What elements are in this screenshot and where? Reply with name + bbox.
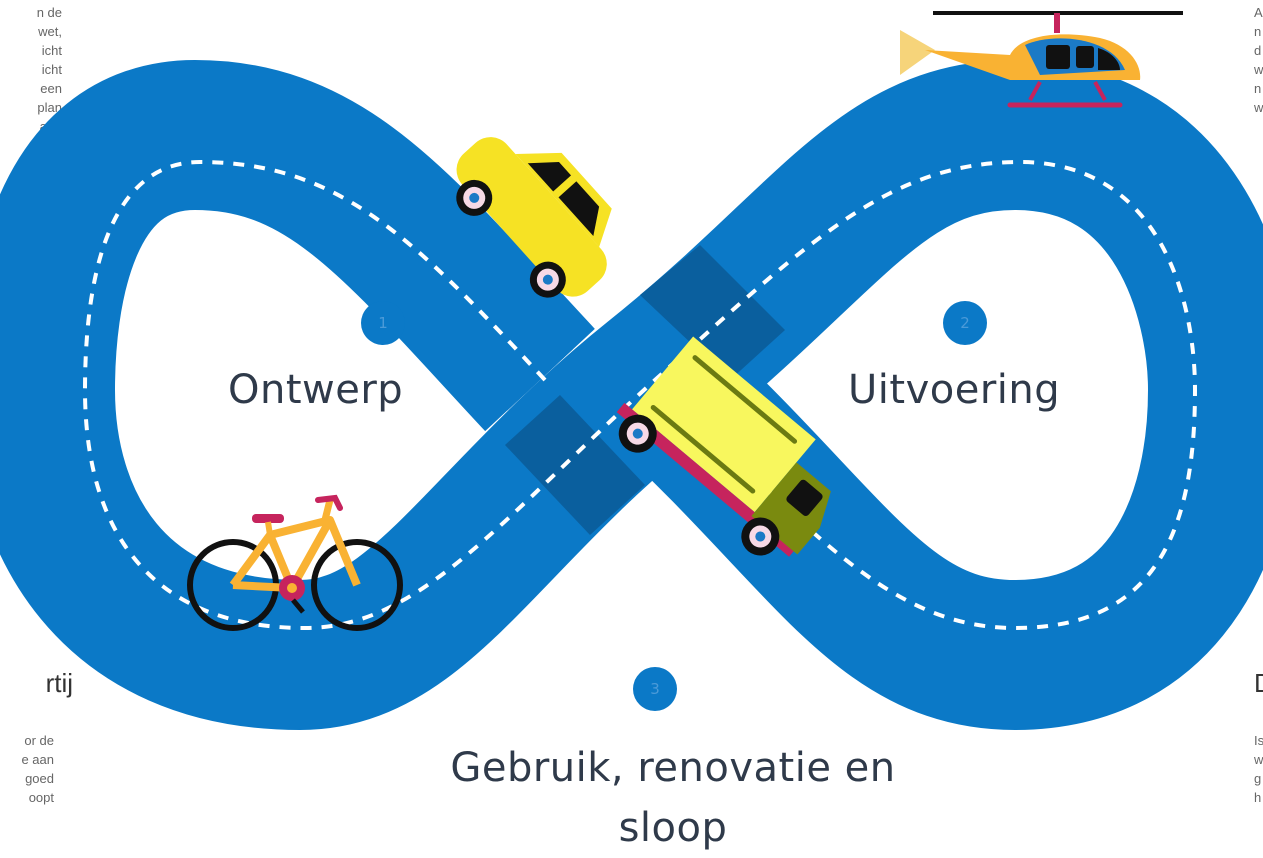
road-underpass-shadow [640,245,785,380]
truck-icon [616,336,831,557]
bicycle-icon [187,494,403,631]
text-line: plan [37,100,62,115]
text-line: d [1254,43,1262,58]
text-line: icht [41,43,62,58]
right-section-heading: D [1254,668,1263,699]
road [0,59,1263,731]
text-line: h [1254,790,1262,805]
phase-2-label: Uitvoering [848,367,1061,413]
text-line: w [1254,100,1263,115]
text-line: e aan [21,752,54,767]
left-section-heading: rtij [45,668,73,698]
road-underpass-shadow [505,395,645,535]
phase-3-label: Gebruik, renovatie en sloop [450,745,896,851]
text-line: g [1254,771,1262,786]
text-line: wet, [38,24,62,39]
car-icon [456,137,612,298]
helicopter-icon [900,11,1183,108]
text-line: een [40,81,62,96]
left-section-text: or de e aan goed oopt [0,731,54,807]
text-line: oopt [28,790,54,805]
phase-2-badge: 2 [943,301,987,345]
text-line: n de [36,5,62,20]
text-line: n [1254,24,1262,39]
right-section-text: Is w g h [1254,731,1263,807]
text-line: A [1254,5,1263,20]
text-line: icht [41,62,62,77]
phase-1-badge: 1 [361,301,405,345]
lane-marking [82,159,1198,631]
text-line: Is [1254,733,1263,748]
text-line: n [1254,81,1262,96]
text-line: goed [25,771,54,786]
right-intro-text: A n d w n w [1254,3,1263,117]
phase-1-label: Ontwerp [228,367,404,413]
text-line: or de [24,733,54,748]
phase-3-badge: 3 [633,667,677,711]
text-line: w [1254,752,1263,767]
text-line: w [1254,62,1263,77]
